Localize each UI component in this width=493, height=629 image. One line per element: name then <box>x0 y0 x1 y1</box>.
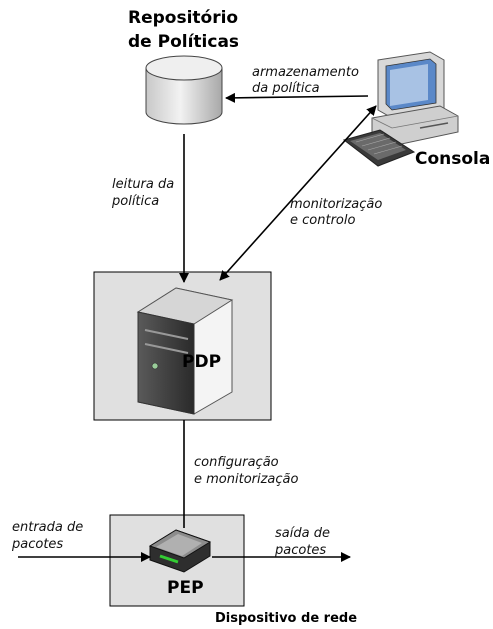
config-label-line2: e monitorização <box>194 472 299 487</box>
storage-label-line2: da política <box>252 81 320 96</box>
arrow-console-to-repository <box>225 92 369 103</box>
arrow-console-pdp-bidirectional <box>219 105 377 281</box>
console-label: Consola <box>415 149 491 169</box>
router-icon <box>148 529 212 573</box>
storage-label-line1: armazenamento <box>252 65 359 80</box>
config-label-line1: configuração <box>194 455 279 470</box>
packets-out-label-line2: pacotes <box>275 543 327 558</box>
packets-in-label-line2: pacotes <box>12 537 64 552</box>
server-tower-icon <box>136 287 234 415</box>
read-label-line1: leitura da <box>112 177 175 192</box>
packets-in-label-line1: entrada de <box>12 520 84 535</box>
pdp-label: PDP <box>182 352 222 372</box>
repository-title-line1: Repositório <box>128 8 238 28</box>
monitor-label-line2: e controlo <box>290 213 356 228</box>
repository-title-line2: de Políticas <box>128 32 238 52</box>
packets-out-label-line1: saída de <box>275 526 330 541</box>
monitor-label-line1: monitorização <box>290 197 383 212</box>
pep-label: PEP <box>167 578 204 598</box>
device-label: Dispositivo de rede <box>215 611 358 626</box>
read-label-line2: política <box>112 194 160 209</box>
repository-cylinder-icon <box>145 55 223 125</box>
